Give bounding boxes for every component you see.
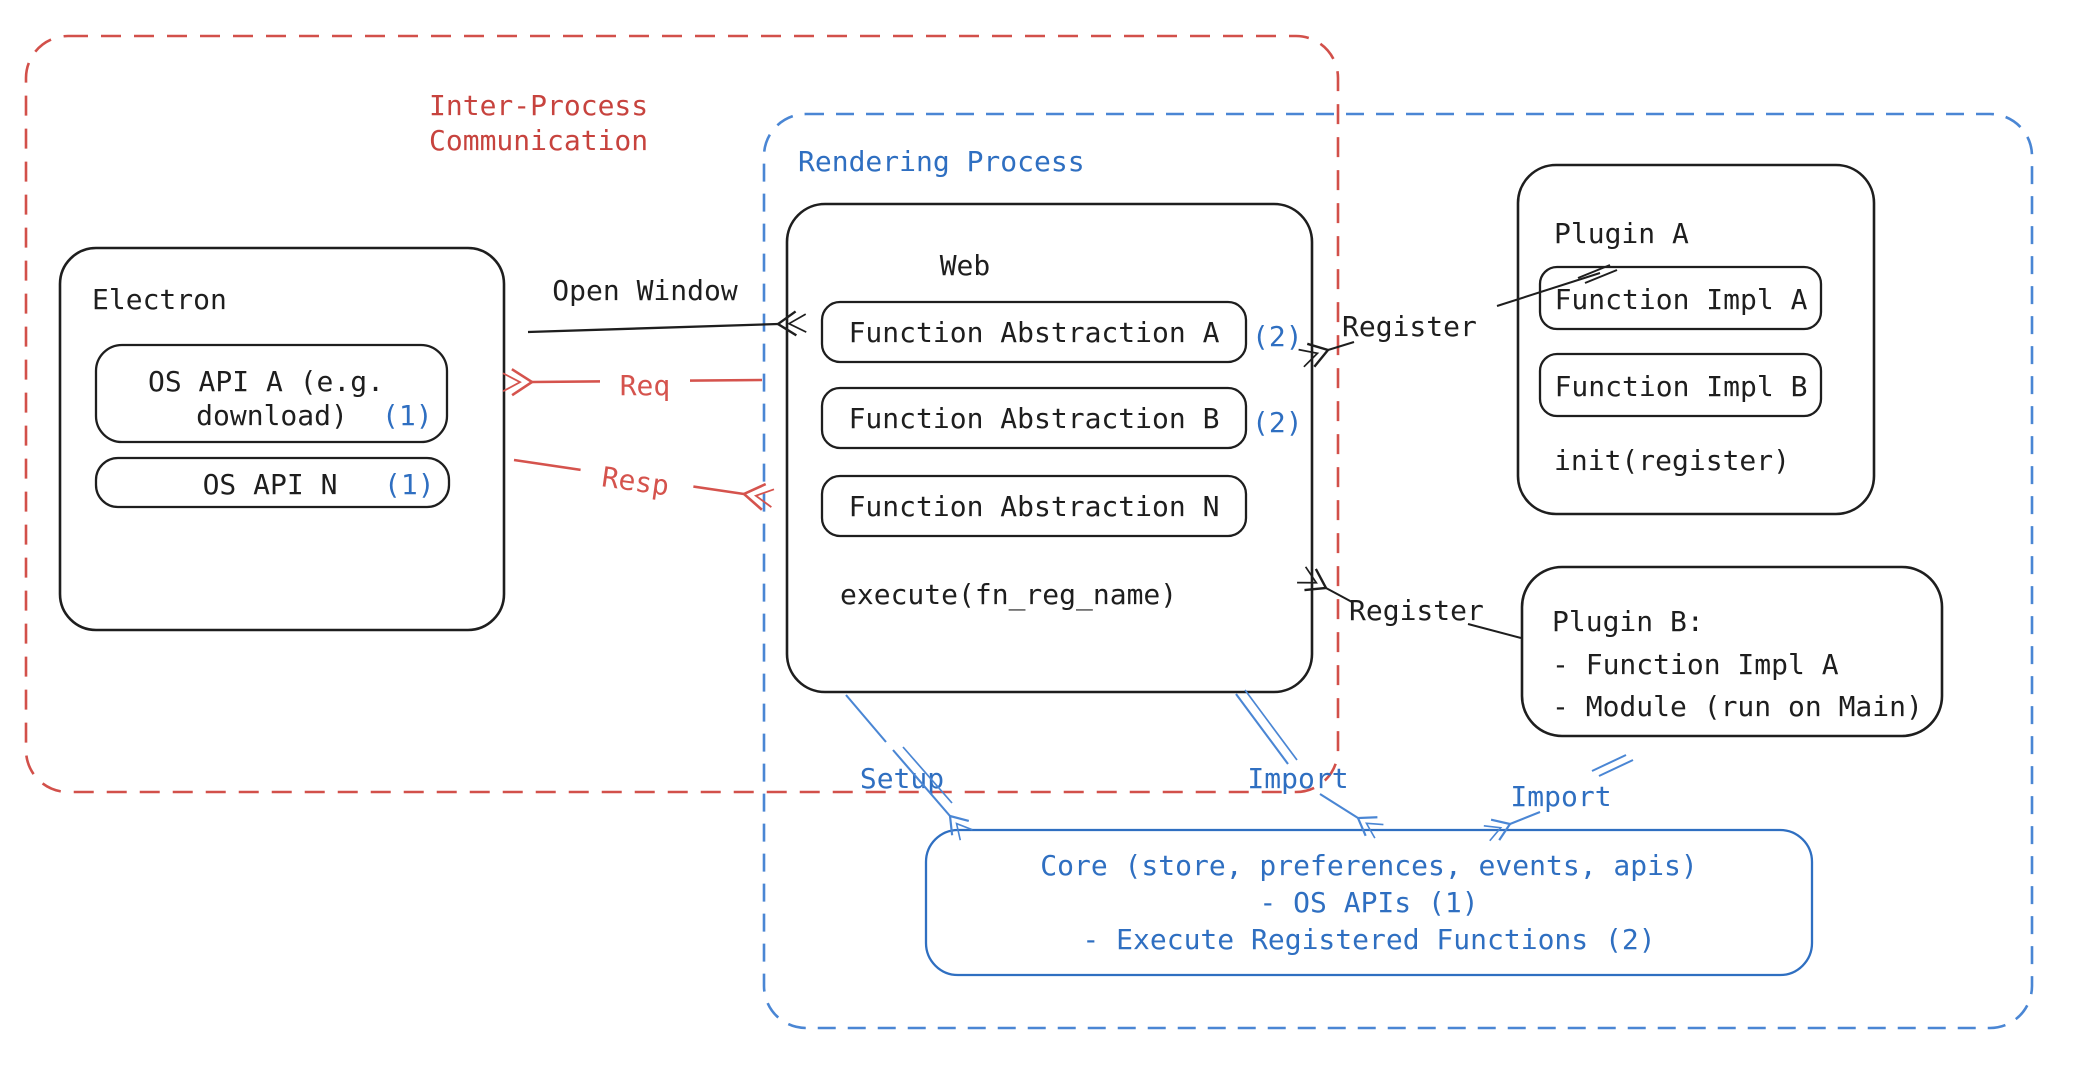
rendering-process-group-label: Rendering Process: [798, 145, 1085, 178]
os-api-n-box: [94, 456, 451, 509]
web-node: Web Function Abstraction A (2) Function …: [785, 202, 1314, 694]
open-window-label: Open Window: [552, 274, 738, 307]
import-web-label: Import: [1247, 762, 1348, 795]
register-plugin-b-label: Register: [1349, 594, 1484, 627]
core-label-line1: Core (store, preferences, events, apis): [1040, 849, 1697, 882]
plugin-b-item-module: - Module (run on Main): [1552, 690, 1923, 723]
import-web-arrow-line: [1319, 793, 1384, 839]
function-impl-b-box: [1538, 352, 1823, 418]
os-api-a-ref-badge: (1): [382, 399, 433, 432]
electron-title: Electron: [92, 283, 227, 316]
register-plugin-a-arrow: Register: [1298, 264, 1618, 368]
register-plugin-a-tick-1: [1577, 264, 1611, 279]
register-plugin-b-arrow-line: [1297, 566, 1353, 603]
register-plugin-b-connector-line: [1467, 623, 1522, 639]
register-plugin-a-label: Register: [1342, 310, 1477, 343]
web-execute-label: execute(fn_reg_name): [840, 578, 1177, 612]
plugin-a-init-label: init(register): [1554, 444, 1790, 477]
os-api-n-label: OS API N: [203, 468, 338, 501]
import-web-connector-line: [1235, 693, 1289, 765]
os-api-a-box: [94, 343, 449, 444]
function-abstraction-a-box: [820, 300, 1248, 364]
web-title: Web: [940, 249, 991, 282]
register-plugin-b-arrow: Register: [1297, 566, 1522, 639]
plugin-b-node: Plugin B: - Function Impl A - Module (ru…: [1520, 565, 1944, 738]
resp-label-backdrop: [577, 448, 697, 506]
setup-arrow: Setup: [845, 694, 973, 841]
ipc-group-boundary: [24, 34, 1340, 794]
import-plugin-b-tick-1: [1591, 754, 1627, 772]
function-abstraction-n-box: [820, 474, 1248, 538]
import-plugin-b-tick-2: [1598, 759, 1634, 777]
setup-connector-line: [845, 694, 887, 743]
plugin-a-node: Plugin A Function Impl A Function Impl B…: [1516, 163, 1876, 516]
core-label-line2: - OS APIs (1): [1259, 886, 1478, 919]
req-arrow: Req: [502, 364, 763, 402]
req-label: Req: [620, 369, 671, 402]
os-api-n-ref-badge: (1): [384, 468, 435, 501]
resp-arrow: Resp: [513, 448, 775, 511]
ipc-group-label-line2: Communication: [429, 124, 648, 157]
function-abstraction-b-box: [820, 386, 1248, 450]
import-web-arrow: Import: [1235, 689, 1384, 839]
function-abstraction-b-ref-badge: (2): [1252, 406, 1303, 439]
plugin-b-item-function-impl-a: - Function Impl A: [1552, 648, 1839, 681]
plugin-a-box: [1516, 163, 1876, 516]
plugin-a-title: Plugin A: [1554, 217, 1689, 250]
import-plugin-b-arrow-line: [1483, 811, 1541, 842]
function-impl-a-label: Function Impl A: [1555, 283, 1808, 316]
function-impl-a-box: [1538, 265, 1823, 331]
plugin-b-title: Plugin B:: [1552, 605, 1704, 638]
open-window-arrow: Open Window: [527, 274, 807, 337]
function-abstraction-b-label: Function Abstraction B: [849, 402, 1220, 435]
rendering-process-group-boundary: [762, 112, 2034, 1030]
function-impl-b-label: Function Impl B: [1555, 370, 1808, 403]
register-plugin-a-connector-line: [1496, 272, 1601, 307]
function-abstraction-a-ref-badge: (2): [1252, 320, 1303, 353]
setup-arrow-line: [892, 749, 973, 841]
req-label-backdrop: [600, 364, 690, 402]
ipc-group-label-line1: Inter-Process: [429, 89, 648, 122]
function-abstraction-n-label: Function Abstraction N: [849, 490, 1220, 523]
core-node: Core (store, preferences, events, apis) …: [924, 828, 1814, 977]
electron-node: Electron OS API A (e.g. download) (1) OS…: [58, 246, 506, 632]
import-plugin-b-arrow: Import: [1483, 754, 1634, 842]
os-api-a-label-line1: OS API A (e.g.: [148, 365, 384, 398]
os-api-a-label-line2: download): [196, 399, 348, 432]
register-plugin-a-tick-2: [1584, 269, 1618, 284]
import-web-connector-line-double: [1244, 689, 1298, 761]
plugin-b-box: [1520, 565, 1944, 738]
import-plugin-b-label: Import: [1510, 780, 1611, 813]
open-window-arrow-line: [527, 310, 807, 337]
register-plugin-a-arrow-line: [1298, 341, 1355, 368]
core-label-line3: - Execute Registered Functions (2): [1082, 923, 1655, 956]
setup-arrow-line-double: [902, 746, 953, 804]
function-abstraction-a-label: Function Abstraction A: [849, 316, 1220, 349]
